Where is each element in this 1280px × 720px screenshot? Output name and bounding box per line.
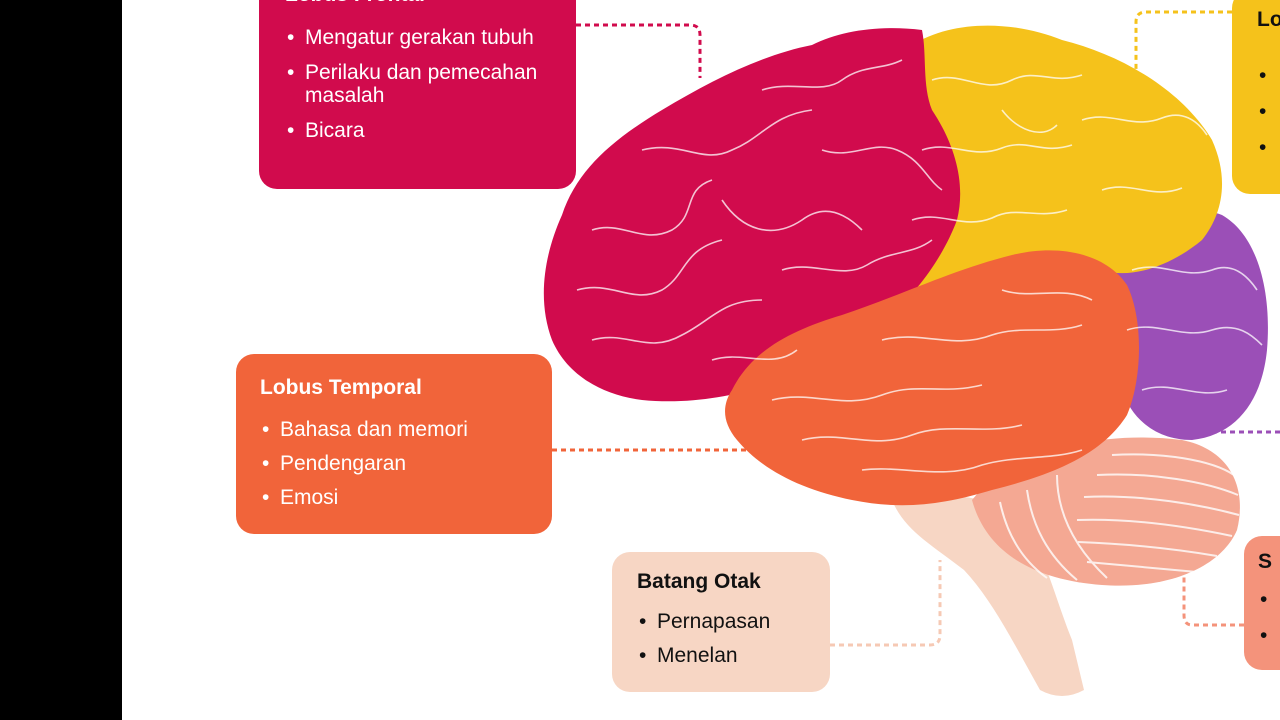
brainstem-card: Batang Otak Pernapasan Menelan	[612, 552, 830, 692]
frontal-connector	[576, 23, 702, 78]
temporal-lobe-shape	[725, 250, 1140, 506]
parietal-lobe-item	[1257, 100, 1280, 123]
cerebellum-item	[1258, 624, 1280, 647]
temporal-lobe-card: Lobus Temporal Bahasa dan memori Pendeng…	[236, 354, 552, 534]
cerebellum-list	[1258, 588, 1280, 647]
brainstem-item: Menelan	[637, 644, 814, 667]
video-letterbox-bar	[0, 0, 122, 720]
brain-illustration	[543, 10, 1280, 696]
brain-diagram: Lobus Frontal Mengatur gerakan tubuh Per…	[122, 0, 1280, 720]
frontal-lobe-item: Mengatur gerakan tubuh	[285, 26, 552, 49]
temporal-lobe-title: Lobus Temporal	[260, 376, 422, 399]
cerebellum-card: S	[1244, 536, 1280, 670]
brainstem-connector	[830, 560, 942, 647]
brainstem-item: Pernapasan	[637, 610, 814, 633]
temporal-lobe-item: Bahasa dan memori	[260, 418, 532, 441]
parietal-lobe-item	[1257, 136, 1280, 159]
parietal-lobe-title: Lo	[1257, 8, 1280, 31]
parietal-lobe-item	[1257, 64, 1280, 87]
frontal-lobe-card: Lobus Frontal Mengatur gerakan tubuh Per…	[259, 0, 576, 189]
frontal-lobe-item: Bicara	[285, 119, 552, 142]
parietal-lobe-card: Lo	[1232, 0, 1280, 194]
brainstem-title: Batang Otak	[637, 570, 761, 593]
brainstem-list: Pernapasan Menelan	[637, 610, 814, 667]
cerebellum-item	[1258, 588, 1280, 611]
temporal-lobe-item: Pendengaran	[260, 452, 532, 475]
frontal-lobe-item: Perilaku dan pemecahan masalah	[285, 61, 552, 107]
cerebellum-connector	[1182, 568, 1244, 627]
parietal-connector	[1134, 10, 1232, 80]
cerebellum-title: S	[1258, 550, 1273, 573]
frontal-lobe-shape	[543, 28, 961, 402]
temporal-lobe-list: Bahasa dan memori Pendengaran Emosi	[260, 418, 532, 509]
frontal-lobe-title: Lobus Frontal	[285, 0, 552, 10]
parietal-lobe-list	[1257, 64, 1280, 159]
temporal-lobe-item: Emosi	[260, 486, 532, 509]
frontal-lobe-list: Mengatur gerakan tubuh Perilaku dan peme…	[285, 26, 552, 142]
